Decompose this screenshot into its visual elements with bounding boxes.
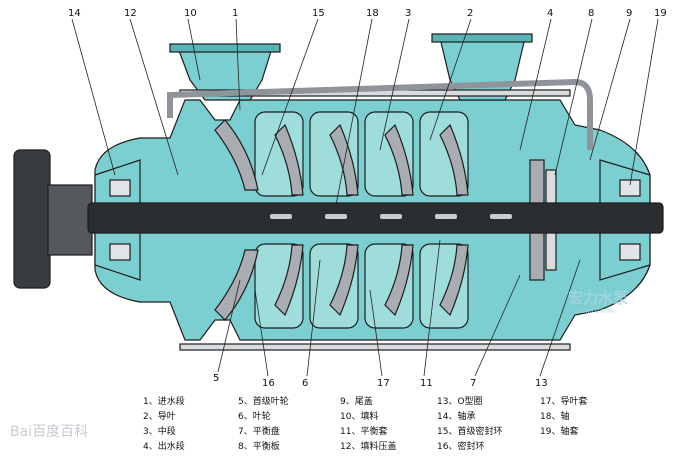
callout-label: 8 — [588, 8, 594, 19]
legend-item: 17、导叶套 — [540, 395, 587, 407]
callout-label: 2 — [467, 8, 473, 19]
callout-lines-top — [71, 18, 659, 211]
callout-label: 19 — [654, 8, 667, 19]
legend-item: 7、平衡盘 — [238, 425, 280, 437]
callout-label: 3 — [405, 8, 411, 19]
impeller — [274, 244, 304, 317]
legend-item: 11、平衡套 — [340, 425, 387, 437]
inlet-flange — [169, 43, 281, 53]
legend-item: 13、O型圈 — [437, 396, 483, 407]
legend-item: 2、导叶 — [143, 411, 176, 422]
balance-pipe — [167, 78, 593, 150]
bearing-left — [109, 243, 131, 261]
legend-item: 16、密封环 — [437, 440, 484, 452]
tie-rod-bottom — [179, 343, 571, 351]
site-watermark: Bai百度百科 — [10, 424, 88, 440]
impellers — [214, 119, 469, 321]
legend-item: 6、叶轮 — [238, 410, 271, 422]
legend-item: 10、填料 — [340, 410, 378, 422]
legend-item: 18、轴 — [540, 410, 569, 422]
callout-label: 9 — [626, 8, 632, 19]
impeller — [384, 123, 414, 196]
legend-item: 14、轴承 — [437, 410, 475, 422]
callout-label: 18 — [366, 8, 379, 19]
impeller — [439, 123, 469, 196]
callout-label: 17 — [377, 378, 390, 389]
shaft — [87, 202, 664, 234]
callout-label: 5 — [213, 373, 219, 384]
callout-label: 14 — [68, 8, 81, 19]
legend-item: 4、出水段 — [143, 440, 185, 452]
legend-column: 9、尾盖 10、填料 11、平衡套 12、填料压盖 — [340, 395, 396, 452]
coupling-disc — [13, 149, 51, 289]
impeller — [274, 123, 304, 196]
impeller — [384, 244, 414, 317]
callouts-top: 14 12 10 1 15 18 3 2 4 8 9 19 — [68, 8, 667, 19]
callout-label: 7 — [470, 378, 476, 389]
legend-item: 3、中段 — [143, 425, 176, 437]
bearing-left — [109, 179, 131, 197]
legend-item: 8、平衡板 — [238, 440, 280, 452]
callout-label: 1 — [232, 8, 238, 19]
bearing-right — [619, 243, 641, 261]
bearing-right — [619, 179, 641, 197]
outlet-flange — [431, 33, 533, 43]
brand-name: 宏力水泵 — [568, 289, 628, 307]
callouts-bottom: 5 16 6 17 11 7 13 — [213, 373, 548, 389]
pump-drawing — [13, 33, 664, 351]
brand-name-en: HONG LI PUMP — [578, 309, 615, 315]
callout-label: 16 — [262, 378, 275, 389]
legend-item: 5、首级叶轮 — [238, 395, 289, 407]
shaft-keyways — [270, 214, 512, 219]
brand-watermark: 宏力水泵 HONG LI PUMP — [568, 289, 628, 315]
impeller — [329, 123, 359, 196]
callout-label: 11 — [420, 378, 433, 389]
legend-item: 19、轴套 — [540, 425, 578, 437]
first-stage-impeller — [214, 249, 259, 321]
legend-column: 17、导叶套 18、轴 19、轴套 — [540, 395, 587, 437]
legend-item: 9、尾盖 — [340, 395, 373, 407]
coupling-hub — [47, 184, 93, 256]
callout-label: 4 — [547, 8, 553, 19]
legend-column: 13、O型圈 14、轴承 15、首级密封环 16、密封环 — [437, 396, 502, 452]
legend-column: 5、首级叶轮 6、叶轮 7、平衡盘 8、平衡板 — [238, 395, 289, 452]
first-stage-impeller — [214, 119, 259, 191]
legend: 1、进水段 2、导叶 3、中段 4、出水段 5、首级叶轮 6、叶轮 7、平衡盘 … — [143, 395, 587, 452]
callout-label: 6 — [302, 378, 308, 389]
legend-item: 1、进水段 — [143, 395, 185, 407]
callout-label: 13 — [535, 378, 548, 389]
impeller — [329, 244, 359, 317]
legend-item: 12、填料压盖 — [340, 440, 396, 452]
callout-lines-bottom — [217, 239, 581, 377]
impeller — [439, 244, 469, 317]
legend-item: 15、首级密封环 — [437, 425, 502, 437]
legend-column: 1、进水段 2、导叶 3、中段 4、出水段 — [143, 395, 185, 452]
callout-label: 15 — [312, 8, 325, 19]
callout-label: 10 — [184, 8, 197, 19]
callout-label: 12 — [124, 8, 137, 19]
